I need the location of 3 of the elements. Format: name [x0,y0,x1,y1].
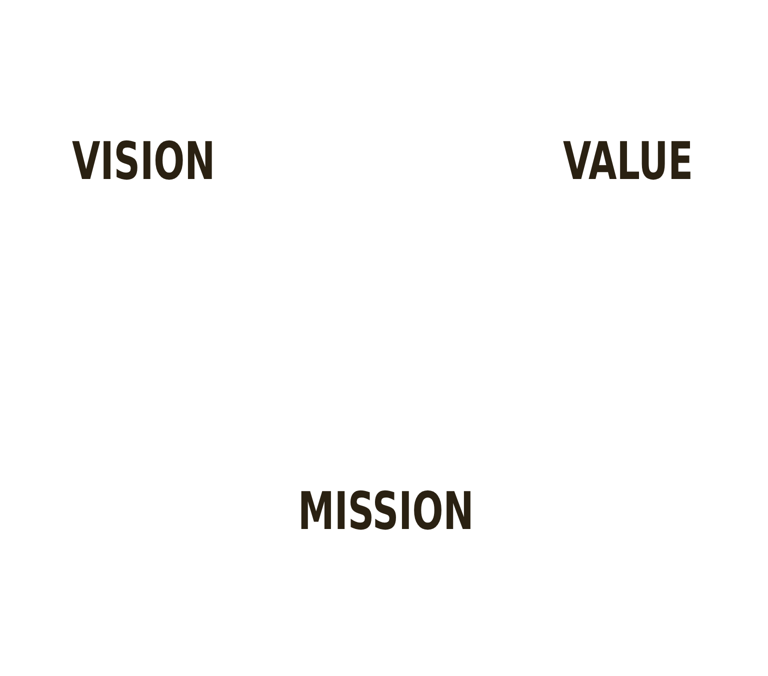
heading-label: VALUE [563,136,694,188]
heading-label: VISION [72,136,216,188]
heading-label: MISSION [298,486,474,538]
